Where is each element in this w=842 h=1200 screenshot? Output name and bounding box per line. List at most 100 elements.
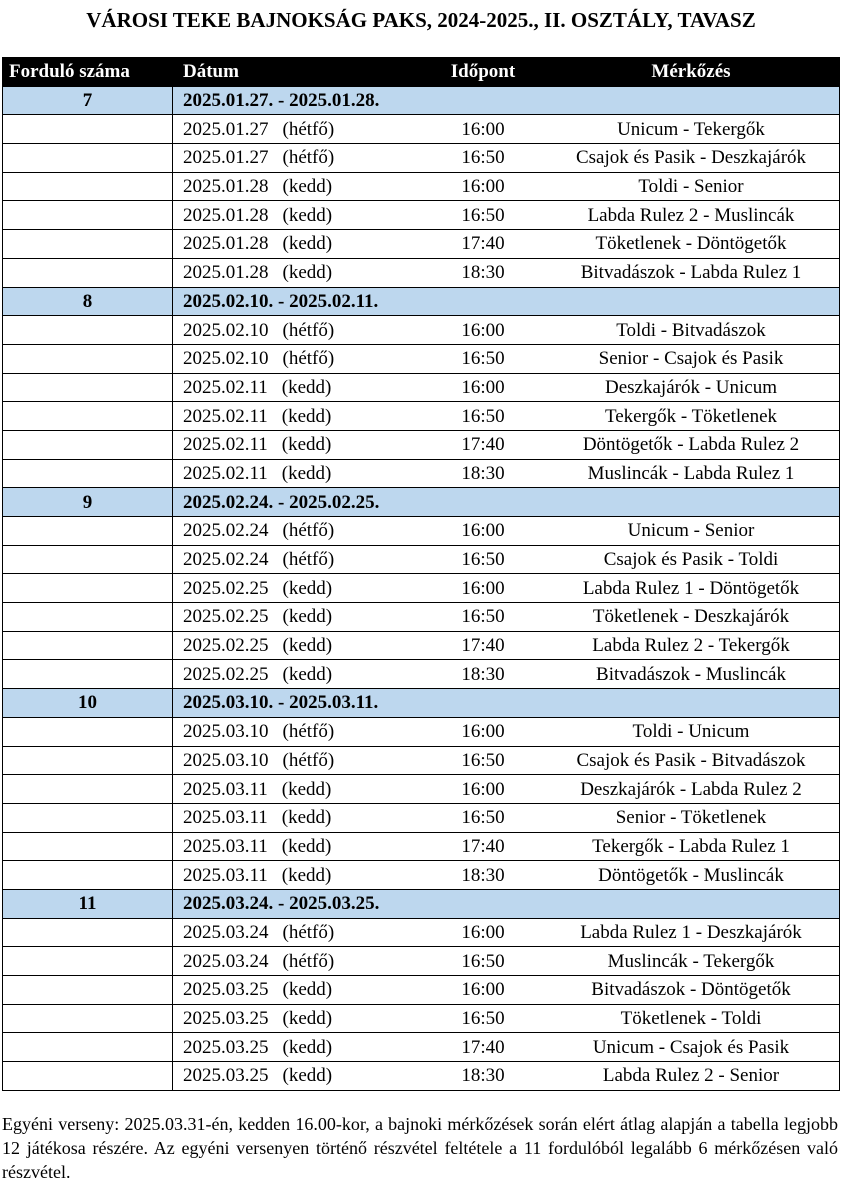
round-date-range: 2025.02.24. - 2025.02.25. <box>172 487 423 517</box>
match-date: 2025.02.11(kedd) <box>172 372 423 403</box>
empty-cell <box>2 429 173 460</box>
round-date-range: 2025.02.10. - 2025.02.11. <box>172 286 423 317</box>
weekday: (kedd) <box>281 807 332 829</box>
match-date: 2025.02.10(hétfő) <box>172 315 423 345</box>
empty-cell <box>543 888 840 919</box>
weekday: (kedd) <box>282 1008 333 1030</box>
match-teams: Unicum - Tekergők <box>543 114 840 145</box>
match-date: 2025.02.25 (kedd) <box>172 602 423 632</box>
date: 2025.02.25 <box>183 635 269 657</box>
match-teams: Döntögetők - Muslincák <box>543 860 840 890</box>
empty-cell <box>423 487 543 517</box>
match-date: 2025.03.11(kedd) <box>172 774 423 804</box>
empty-cell <box>2 774 173 804</box>
match-time: 16:00 <box>423 917 543 948</box>
match-date: 2025.02.25(kedd) <box>172 659 423 690</box>
date: 2025.03.11 <box>183 807 268 829</box>
match-teams: Muslincák - Tekergők <box>543 946 840 976</box>
weekday: (kedd) <box>281 864 332 886</box>
empty-cell <box>2 1003 173 1034</box>
date: 2025.02.24 <box>183 520 269 542</box>
match-time: 16:50 <box>423 946 543 976</box>
match-teams: Töketlenek - Toldi <box>543 1003 840 1034</box>
date: 2025.03.11 <box>183 778 268 800</box>
match-teams: Senior - Csajok és Pasik <box>543 343 840 374</box>
weekday: (hétfő) <box>282 319 335 341</box>
match-teams: Toldi - Bitvadászok <box>543 315 840 345</box>
date: 2025.02.11 <box>183 376 268 398</box>
empty-cell <box>543 487 840 517</box>
date: 2025.01.27 <box>183 118 269 140</box>
empty-cell <box>2 1032 173 1063</box>
weekday: (kedd) <box>282 262 333 284</box>
match-date: 2025.03.24(hétfő) <box>172 917 423 948</box>
match-date: 2025.03.11 (kedd) <box>172 860 423 890</box>
header-round: Forduló száma <box>2 57 173 87</box>
date: 2025.02.11 <box>183 434 268 456</box>
round-date-range: 2025.03.10. - 2025.03.11. <box>172 688 423 718</box>
match-teams: Deszkajárók - Unicum <box>543 372 840 403</box>
empty-cell <box>2 975 173 1005</box>
header-match: Mérkőzés <box>543 57 840 87</box>
empty-cell <box>423 888 543 919</box>
match-time: 17:40 <box>423 1032 543 1063</box>
match-time: 16:50 <box>423 544 543 575</box>
empty-cell <box>2 401 173 431</box>
empty-cell <box>2 659 173 690</box>
match-time: 16:00 <box>423 315 543 345</box>
match-date: 2025.03.24(hétfő) <box>172 946 423 976</box>
match-time: 16:00 <box>423 716 543 747</box>
match-date: 2025.02.25(kedd) <box>172 630 423 661</box>
date: 2025.01.28 <box>183 176 269 198</box>
header-time: Időpont <box>423 57 543 87</box>
date: 2025.03.11 <box>183 864 268 886</box>
page-title: VÁROSI TEKE BAJNOKSÁG PAKS, 2024-2025., … <box>86 8 756 32</box>
date: 2025.02.24 <box>183 549 269 571</box>
match-teams: Labda Rulez 2 - Muslincák <box>543 200 840 231</box>
empty-cell <box>2 372 173 403</box>
empty-cell <box>2 716 173 747</box>
header-date: Dátum <box>172 57 423 87</box>
date: 2025.03.10 <box>183 749 269 771</box>
date: 2025.02.25 <box>183 606 269 628</box>
date: 2025.03.10 <box>183 721 269 743</box>
weekday: (kedd) <box>281 405 332 427</box>
match-date: 2025.02.24(hétfő) <box>172 516 423 546</box>
weekday: (kedd) <box>282 606 333 628</box>
weekday: (hétfő) <box>282 118 335 140</box>
empty-cell <box>2 917 173 948</box>
match-time: 16:50 <box>423 802 543 833</box>
weekday: (kedd) <box>282 979 333 1001</box>
weekday: (kedd) <box>282 1065 333 1087</box>
date: 2025.01.28 <box>183 204 269 226</box>
match-teams: Toldi - Unicum <box>543 716 840 747</box>
empty-cell <box>2 516 173 546</box>
empty-cell <box>423 85 543 116</box>
match-date: 2025.02.11(kedd) <box>172 458 423 489</box>
date: 2025.03.24 <box>183 921 269 943</box>
match-date: 2025.01.27(hétfő) <box>172 143 423 173</box>
match-time: 17:40 <box>423 630 543 661</box>
match-time: 16:00 <box>423 774 543 804</box>
empty-cell <box>423 688 543 718</box>
